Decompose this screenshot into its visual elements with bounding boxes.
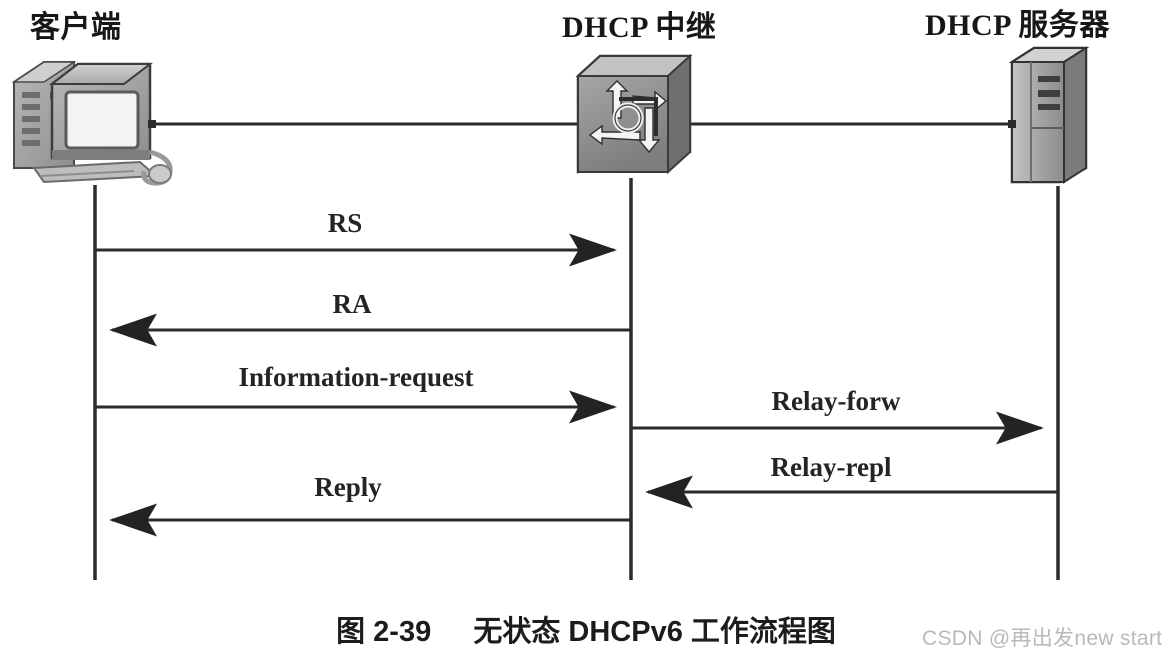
message-label-information-request: Information-request [238, 362, 474, 392]
figure-caption: 图 2-39 无状态 DHCPv6 工作流程图 [0, 608, 1172, 650]
server-tower-icon [1008, 46, 1090, 184]
desktop-computer-icon [11, 61, 173, 186]
watermark: CSDN @再出发new start [922, 627, 1163, 650]
message-label-rs: RS [327, 208, 363, 238]
message-label-relay-forw: Relay-forw [771, 386, 901, 416]
node-title-client: 客户端 [30, 11, 122, 44]
figure-caption-number: 图 2-39 [336, 616, 432, 648]
message-label-relay-repl: Relay-repl [770, 452, 892, 482]
message-label-ra: RA [332, 289, 372, 319]
message-label-reply: Reply [314, 472, 382, 502]
node-title-server: DHCP 服务器 [925, 9, 1110, 42]
figure-caption-text: 无状态 DHCPv6 工作流程图 [473, 616, 836, 648]
router-icon [575, 53, 693, 175]
node-title-relay: DHCP 中继 [562, 11, 717, 44]
